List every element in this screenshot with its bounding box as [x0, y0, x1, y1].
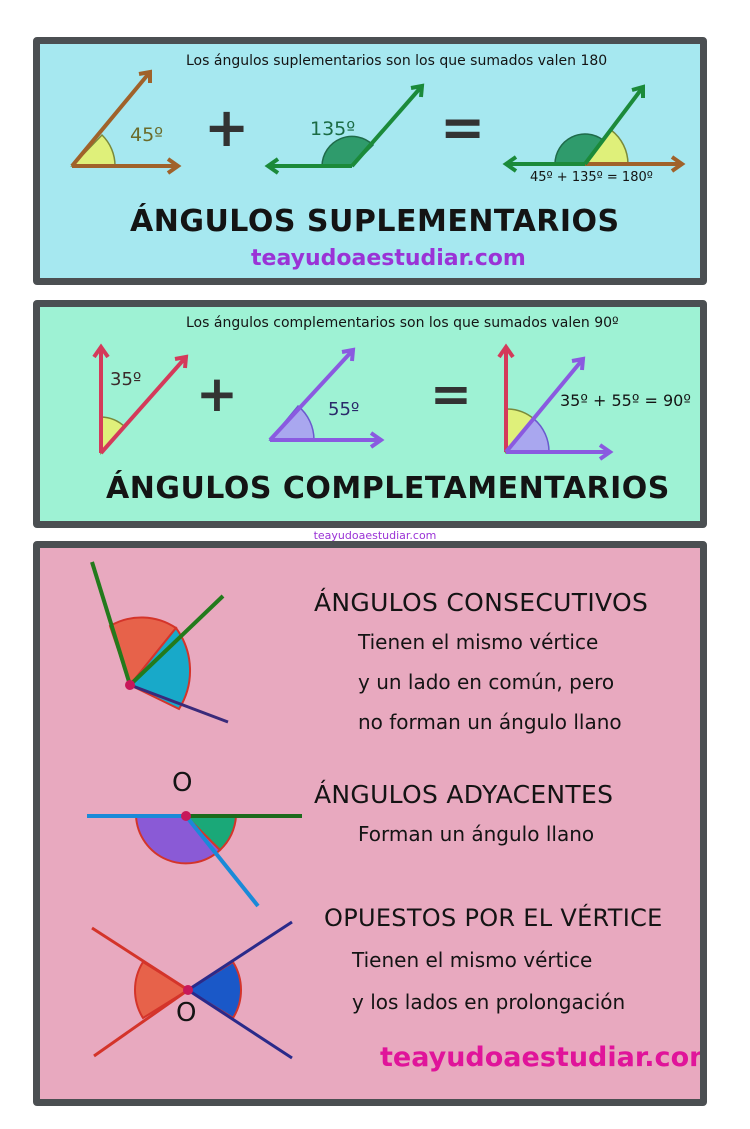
angle-180-figure: [502, 84, 686, 173]
angle-135-figure: [264, 83, 425, 175]
consecutive-angles-figure: [90, 561, 229, 724]
angle-55-figure: [268, 347, 385, 449]
angle-types-panel: ÁNGULOS CONSECUTIVOS Tienen el mismo vér…: [33, 541, 707, 1106]
adjacent-angles-figure: [87, 811, 302, 908]
angle-45-label: 45º: [130, 124, 164, 146]
sum-equation-2: 35º + 55º = 90º: [560, 391, 691, 410]
site-link-3[interactable]: teayudoaestudiar.com: [380, 1042, 707, 1073]
opposite-title: OPUESTOS POR EL VÉRTICE: [324, 904, 663, 932]
opposite-vertex-label: O: [176, 998, 197, 1028]
site-link-2[interactable]: teayudoaestudiar.com: [313, 529, 437, 542]
complementary-caption: Los ángulos complementarios son los que …: [186, 315, 619, 331]
opposite-angles-figure: [91, 920, 293, 1060]
adjacent-line-1: Forman un ángulo llano: [358, 822, 595, 846]
plus-sign: +: [204, 96, 250, 159]
supplementary-panel: Los ángulos suplementarios son los que s…: [33, 37, 707, 285]
sum-equation: 45º + 135º = 180º: [530, 170, 653, 185]
complementary-panel: Los ángulos complementarios son los que …: [33, 300, 707, 528]
consecutive-line-2: y un lado en común, pero: [358, 670, 615, 694]
angle-45-figure: [70, 69, 182, 175]
consecutive-line-3: no forman un ángulo llano: [358, 710, 622, 734]
supplementary-illustration: [70, 69, 686, 175]
angle-35-label: 35º: [110, 369, 142, 390]
adjacent-title: ÁNGULOS ADYACENTES: [314, 780, 614, 809]
angle-90-figure: [497, 343, 614, 461]
supplementary-caption: Los ángulos suplementarios son los que s…: [186, 53, 608, 69]
equals-sign: =: [440, 96, 486, 159]
consecutive-title: ÁNGULOS CONSECUTIVOS: [314, 588, 649, 617]
complementary-illustration: [92, 343, 614, 461]
complementary-title: ÁNGULOS COMPLETAMENTARIOS: [106, 471, 670, 506]
angle-135-label: 135º: [310, 118, 356, 140]
angle-types-illustration: [87, 561, 302, 1060]
plus-sign-2: +: [196, 365, 238, 423]
adjacent-vertex-label: O: [172, 768, 193, 798]
opposite-line-1: Tienen el mismo vértice: [352, 948, 593, 972]
angle-55-label: 55º: [328, 399, 360, 420]
consecutive-line-1: Tienen el mismo vértice: [358, 630, 599, 654]
equals-sign-2: =: [430, 365, 472, 423]
supplementary-title: ÁNGULOS SUPLEMENTARIOS: [130, 204, 620, 239]
angle-35-figure: [92, 343, 189, 455]
site-link-1[interactable]: teayudoaestudiar.com: [251, 246, 526, 271]
opposite-line-2: y los lados en prolongación: [352, 990, 626, 1014]
